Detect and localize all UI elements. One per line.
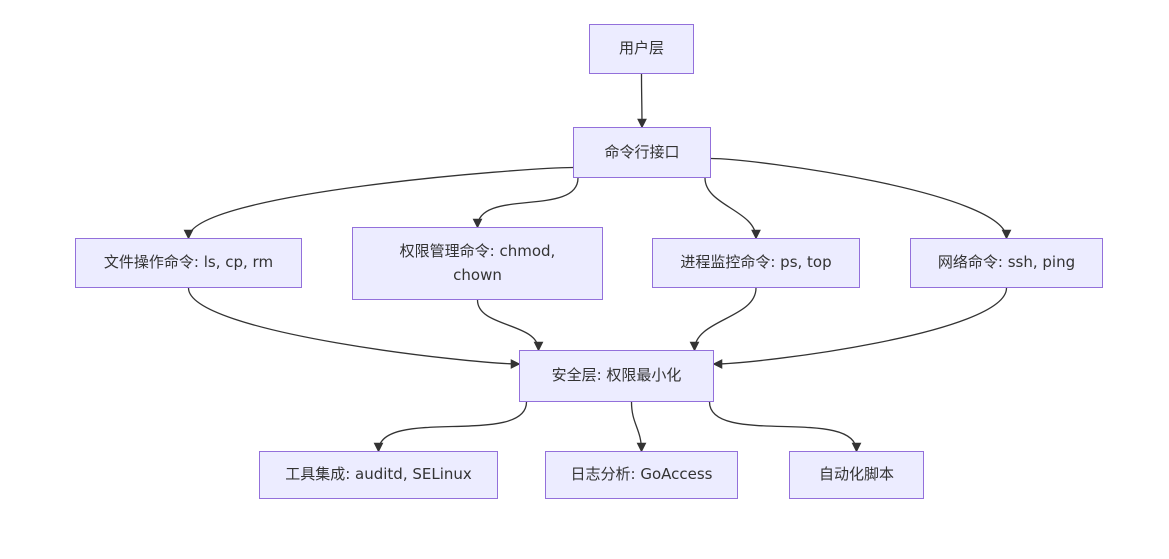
edge-perm-sec xyxy=(476,299,544,352)
edge-cli-proc xyxy=(704,177,761,240)
edge-cli-net xyxy=(710,157,1012,240)
edge-sec-log xyxy=(630,401,647,453)
edge-cli-file xyxy=(183,166,574,240)
edge-group xyxy=(183,73,1012,453)
node-net: 网络命令: ssh, ping xyxy=(910,238,1103,288)
edge-user-cli xyxy=(637,73,647,129)
edge-cli-perm xyxy=(472,177,579,229)
node-auto: 自动化脚本 xyxy=(789,451,924,499)
edge-proc-sec xyxy=(689,287,757,352)
node-proc: 进程监控命令: ps, top xyxy=(652,238,860,288)
node-cli: 命令行接口 xyxy=(573,127,711,178)
node-perm: 权限管理命令: chmod, chown xyxy=(352,227,603,300)
edge-net-sec xyxy=(712,287,1008,369)
node-sec: 安全层: 权限最小化 xyxy=(519,350,714,402)
node-file: 文件操作命令: ls, cp, rm xyxy=(75,238,302,288)
edge-sec-auto xyxy=(708,401,862,453)
edge-sec-tools xyxy=(373,401,528,453)
node-log: 日志分析: GoAccess xyxy=(545,451,738,499)
edge-file-sec xyxy=(187,287,521,369)
node-tools: 工具集成: auditd, SELinux xyxy=(259,451,498,499)
node-user: 用户层 xyxy=(589,24,694,74)
